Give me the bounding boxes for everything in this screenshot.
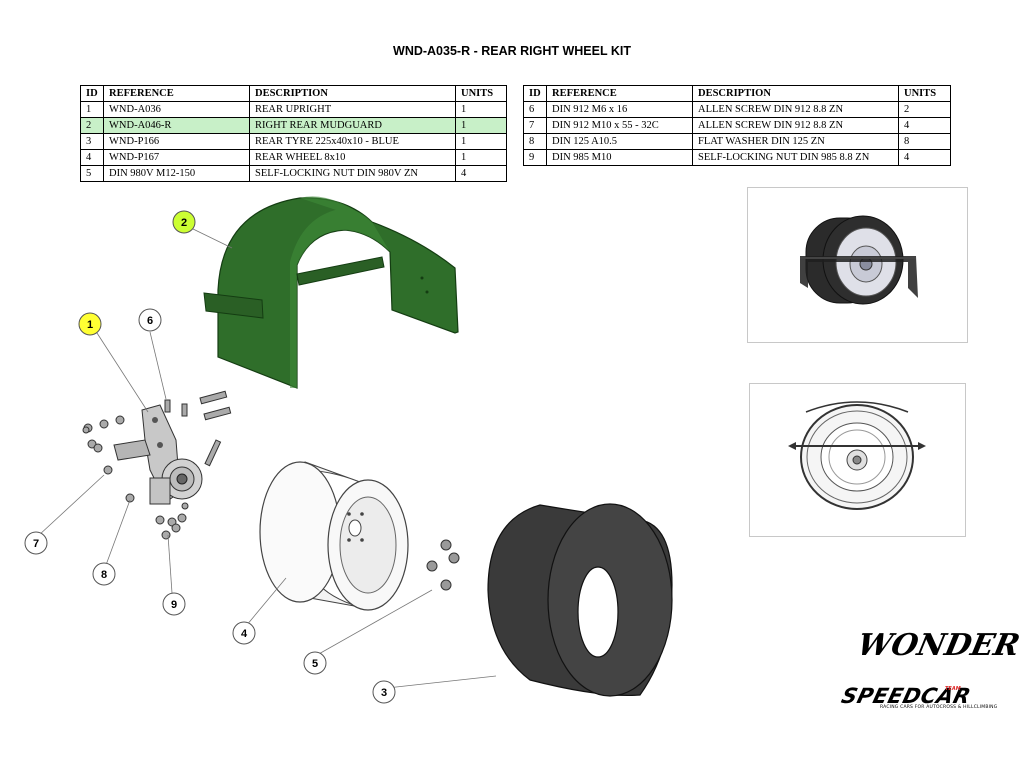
table-row: 4 WND-P167 REAR WHEEL 8x10 1 bbox=[80, 149, 507, 166]
callout-1: 1 bbox=[78, 312, 102, 336]
wheel-rim-part bbox=[259, 461, 409, 611]
thumbnail-assembled-perspective bbox=[747, 187, 968, 343]
table-row: 9 DIN 985 M10 SELF-LOCKING NUT DIN 985 8… bbox=[523, 149, 951, 166]
callout-label: 8 bbox=[101, 569, 107, 581]
cell-reference: DIN 985 M10 bbox=[546, 149, 693, 166]
callout-label: 6 bbox=[147, 315, 153, 327]
table-header-row: ID REFERENCE DESCRIPTION UNITS bbox=[523, 85, 951, 102]
callout-4: 4 bbox=[232, 621, 256, 645]
callout-5: 5 bbox=[303, 651, 327, 675]
callout-8: 8 bbox=[92, 562, 116, 586]
cell-reference: WND-A046-R bbox=[103, 117, 250, 134]
callout-label: 4 bbox=[241, 628, 248, 640]
callout-2: 2 bbox=[172, 210, 196, 234]
tyre-part bbox=[487, 503, 673, 697]
callout-6: 6 bbox=[138, 308, 162, 332]
cell-description: SELF-LOCKING NUT DIN 980V ZN bbox=[249, 165, 456, 182]
brand-tagline: RACING CARS FOR AUTOCROSS & HILLCLIMBING bbox=[880, 705, 998, 710]
wheel-nut-group bbox=[426, 539, 460, 591]
team-badge: TEAM bbox=[945, 686, 961, 692]
callout-7: 7 bbox=[24, 531, 48, 555]
leader-lines bbox=[37, 227, 497, 689]
callout-label: 7 bbox=[33, 538, 39, 550]
table-row: 5 DIN 980V M12-150 SELF-LOCKING NUT DIN … bbox=[80, 165, 507, 182]
table-row: 6 DIN 912 M6 x 16 ALLEN SCREW DIN 912 8.… bbox=[523, 101, 951, 118]
wonder-logo: WONDER bbox=[854, 628, 1023, 663]
fastener-group bbox=[82, 390, 232, 540]
assembled-wheel-rear-image bbox=[788, 401, 926, 510]
cell-units: 4 bbox=[455, 165, 507, 182]
callout-label: 9 bbox=[171, 599, 177, 611]
parts-table-left: ID REFERENCE DESCRIPTION UNITS 1 WND-A03… bbox=[80, 85, 507, 182]
callout-3: 3 bbox=[372, 680, 396, 704]
thumbnail-assembled-rear-view bbox=[749, 383, 966, 537]
parts-table-right: ID REFERENCE DESCRIPTION UNITS 6 DIN 912… bbox=[523, 85, 951, 166]
cell-reference: DIN 980V M12-150 bbox=[103, 165, 250, 182]
cell-description: SELF-LOCKING NUT DIN 985 8.8 ZN bbox=[692, 149, 899, 166]
callout-label: 1 bbox=[87, 319, 93, 331]
cell-units: 4 bbox=[898, 149, 951, 166]
table-row: 3 WND-P166 REAR TYRE 225x40x10 - BLUE 1 bbox=[80, 133, 507, 150]
callout-9: 9 bbox=[162, 592, 186, 616]
mudguard-part bbox=[203, 196, 459, 389]
callout-label: 2 bbox=[181, 217, 187, 229]
upright-part bbox=[113, 404, 203, 505]
assembled-wheel-perspective-image bbox=[800, 215, 918, 305]
callout-label: 3 bbox=[381, 687, 387, 699]
table-row: 1 WND-A036 REAR UPRIGHT 1 bbox=[80, 101, 507, 118]
callout-label: 5 bbox=[312, 658, 318, 670]
page-title: WND-A035-R - REAR RIGHT WHEEL KIT bbox=[393, 44, 631, 58]
